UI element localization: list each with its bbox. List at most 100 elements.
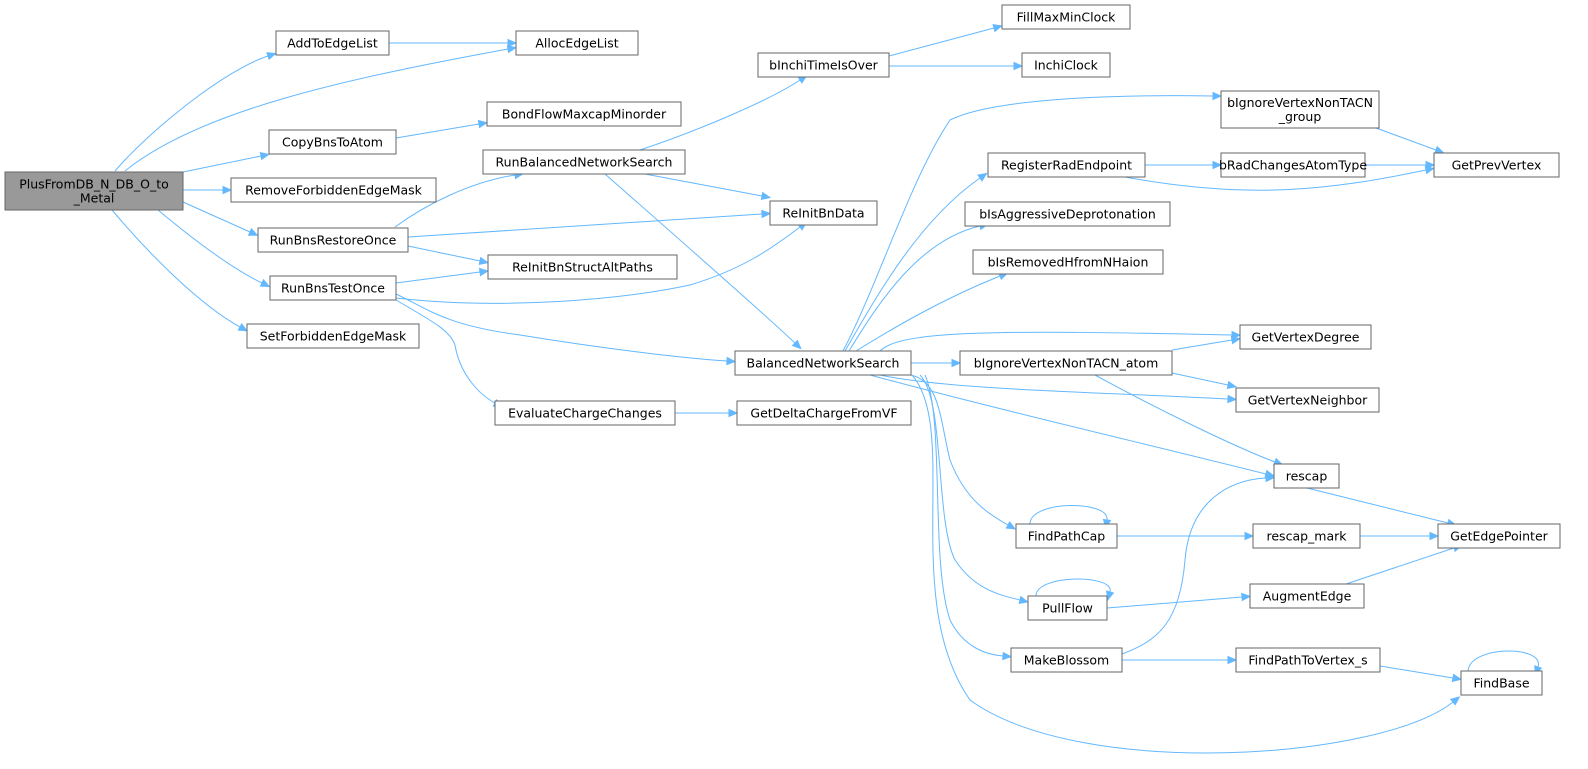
- node-copy-bns-to-atom[interactable]: CopyBnsToAtom: [268, 129, 397, 155]
- edge-balanced-pullFlow: [919, 374, 1030, 605]
- edge-runBnsTestOnce-evalCharge: [395, 299, 504, 408]
- node-rescap-mark[interactable]: rescap_mark: [1252, 523, 1361, 549]
- edge-pullFlow-augment: [1106, 592, 1252, 609]
- node-pull-flow[interactable]: PullFlow: [1027, 595, 1108, 621]
- node-find-path-to-v[interactable]: FindPathToVertex_s: [1235, 647, 1381, 673]
- edge-registerRad-bRadChanges: [1145, 160, 1223, 170]
- node-label: _group: [1278, 109, 1322, 124]
- node-label: bInchiTimeIsOver: [769, 58, 879, 73]
- edge-bIgnoreAtom-getDegree: [1171, 335, 1242, 351]
- edge-plus-allocEdgeList: [124, 44, 518, 172]
- edge-makeBlossom-rescap: [1121, 473, 1276, 655]
- node-label: GetVertexNeighbor: [1248, 393, 1368, 408]
- node-alloc-edge-list[interactable]: AllocEdgeList: [515, 30, 639, 56]
- node-run-bns-test-once[interactable]: RunBnsTestOnce: [269, 275, 397, 301]
- node-make-blossom[interactable]: MakeBlossom: [1010, 647, 1123, 673]
- node-label: PlusFromDB_N_DB_O_to: [19, 177, 169, 192]
- node-find-base[interactable]: FindBase: [1460, 670, 1543, 696]
- node-label: RunBnsTestOnce: [281, 281, 385, 296]
- edge-plus-addToEdgeList: [114, 52, 277, 172]
- node-label: bRadChangesAtomType: [1219, 158, 1367, 173]
- node-b-is-aggr[interactable]: bIsAggressiveDeprotonation: [964, 201, 1171, 227]
- node-get-delta[interactable]: GetDeltaChargeFromVF: [736, 400, 912, 426]
- edge-runBalanced-reInitBnData: [644, 173, 772, 201]
- node-re-init-alt[interactable]: ReInitBnStructAltPaths: [487, 254, 678, 280]
- node-inchi-clock[interactable]: InchiClock: [1021, 52, 1111, 78]
- node-plus[interactable]: PlusFromDB_N_DB_O_to_Metal: [4, 171, 184, 211]
- node-set-forbidden[interactable]: SetForbiddenEdgeMask: [246, 323, 420, 349]
- node-label: GetVertexDegree: [1252, 330, 1360, 345]
- edge-runBnsRestoreOnce-reInitAlt: [407, 245, 490, 266]
- edge-addToEdgeList-allocEdgeList: [389, 38, 518, 48]
- node-label: ReInitBnStructAltPaths: [512, 260, 653, 275]
- node-get-neighbor[interactable]: GetVertexNeighbor: [1235, 387, 1380, 413]
- edge-runBalanced-balanced: [604, 173, 802, 350]
- node-label: rescap: [1286, 469, 1328, 484]
- node-get-edge-ptr[interactable]: GetEdgePointer: [1437, 523, 1561, 549]
- node-get-prev[interactable]: GetPrevVertex: [1433, 152, 1560, 178]
- edge-evalCharge-getDelta: [675, 408, 739, 418]
- edge-balanced-bIsRemoved: [855, 272, 1009, 352]
- node-label: _Metal: [73, 191, 115, 206]
- node-label: BalancedNetworkSearch: [747, 356, 900, 371]
- edge-pullFlow-self: [1035, 578, 1115, 601]
- edge-balanced-bIsAggr: [848, 221, 990, 352]
- node-add-to-edge-list[interactable]: AddToEdgeList: [275, 30, 390, 56]
- node-label: InchiClock: [1034, 58, 1099, 73]
- node-bond-flow[interactable]: BondFlowMaxcapMinorder: [486, 101, 682, 127]
- node-b-ignore-group[interactable]: bIgnoreVertexNonTACN_group: [1220, 90, 1380, 129]
- edge-balanced-bIgnoreAtom: [911, 358, 962, 368]
- node-label: FindPathCap: [1028, 529, 1105, 544]
- edge-bInchiTime-inchiClock: [889, 61, 1024, 71]
- node-label: AddToEdgeList: [287, 36, 378, 51]
- node-get-degree[interactable]: GetVertexDegree: [1239, 324, 1372, 350]
- node-eval-charge[interactable]: EvaluateChargeChanges: [494, 400, 676, 426]
- edge-balanced-findBase: [911, 374, 1461, 754]
- node-label: RunBalancedNetworkSearch: [496, 155, 673, 170]
- node-label: PullFlow: [1042, 601, 1093, 616]
- node-b-inchi-time[interactable]: bInchiTimeIsOver: [757, 52, 890, 78]
- node-run-balanced[interactable]: RunBalancedNetworkSearch: [482, 149, 686, 175]
- node-b-rad-changes[interactable]: bRadChangesAtomType: [1219, 152, 1367, 178]
- edge-plus-copyBnsToAtom: [182, 151, 271, 173]
- edge-balanced-getNeighbor: [879, 374, 1238, 404]
- node-label: CopyBnsToAtom: [282, 135, 383, 150]
- node-label: FillMaxMinClock: [1017, 10, 1116, 25]
- node-b-ignore-atom[interactable]: bIgnoreVertexNonTACN_atom: [959, 350, 1173, 376]
- node-label: MakeBlossom: [1024, 653, 1109, 668]
- node-label: bIgnoreVertexNonTACN_atom: [974, 356, 1159, 371]
- node-label: rescap_mark: [1267, 529, 1348, 544]
- edge-runBnsTestOnce-balanced: [395, 293, 737, 366]
- edge-plus-runBnsTestOnce: [157, 209, 271, 288]
- node-find-path-cap[interactable]: FindPathCap: [1015, 523, 1118, 549]
- edge-plus-setForbidden: [111, 209, 249, 332]
- edge-balanced-findPathCap: [909, 374, 1017, 530]
- node-label: bIgnoreVertexNonTACN: [1227, 95, 1373, 110]
- node-label: GetDeltaChargeFromVF: [750, 406, 897, 421]
- node-register-rad[interactable]: RegisterRadEndpoint: [987, 152, 1146, 178]
- node-re-init-bn-data[interactable]: ReInitBnData: [769, 200, 878, 226]
- edge-augment-getEdgePtr: [1345, 544, 1463, 585]
- node-rescap[interactable]: rescap: [1273, 463, 1340, 489]
- node-run-bns-restore-once[interactable]: RunBnsRestoreOnce: [257, 227, 409, 253]
- node-label: bIsRemovedHfromNHaion: [988, 255, 1149, 270]
- node-fill-max-min[interactable]: FillMaxMinClock: [1001, 4, 1131, 30]
- edge-runBnsTestOnce-reInitAlt: [395, 267, 490, 284]
- node-balanced[interactable]: BalancedNetworkSearch: [734, 350, 912, 376]
- edge-findPathCap-rescapMark: [1117, 531, 1255, 541]
- edge-copyBnsToAtom-bondFlow: [395, 119, 489, 139]
- node-label: SetForbiddenEdgeMask: [260, 329, 407, 344]
- node-label: BondFlowMaxcapMinorder: [502, 107, 667, 122]
- node-augment[interactable]: AugmentEdge: [1249, 583, 1365, 609]
- edge-bRadChanges-getPrev: [1365, 160, 1436, 170]
- node-label: AllocEdgeList: [535, 36, 618, 51]
- node-label: RunBnsRestoreOnce: [270, 233, 397, 248]
- node-label: AugmentEdge: [1263, 589, 1352, 604]
- edge-bIgnoreAtom-getNeighbor: [1171, 372, 1238, 390]
- node-b-is-removed[interactable]: bIsRemovedHfromNHaion: [972, 249, 1164, 275]
- node-label: FindBase: [1473, 676, 1529, 691]
- node-remove-forbidden[interactable]: RemoveForbiddenEdgeMask: [230, 177, 437, 203]
- edge-balanced-bIgnoreGroup: [842, 91, 1223, 352]
